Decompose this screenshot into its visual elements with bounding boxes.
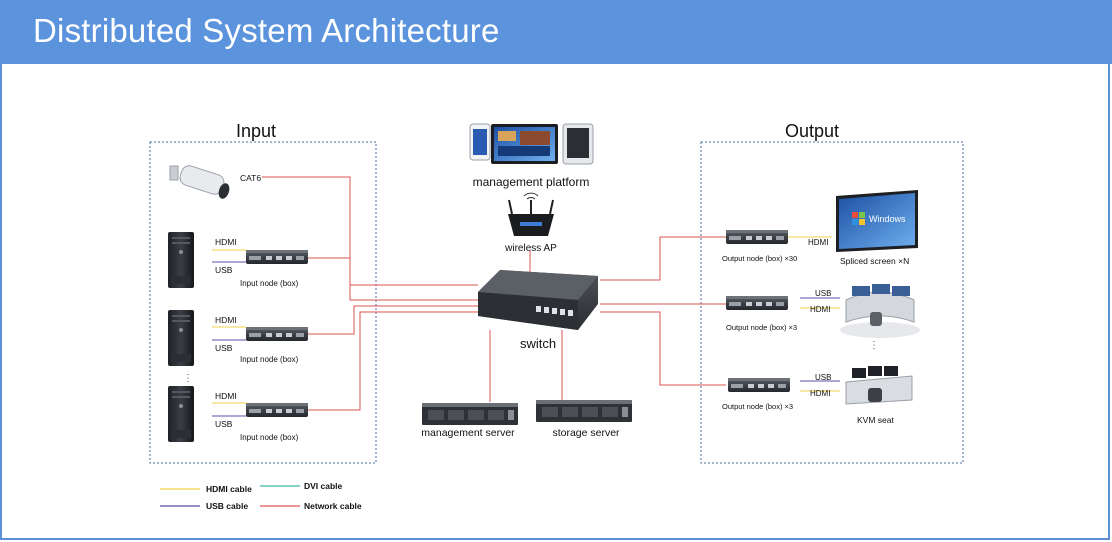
input-usb-label: USB xyxy=(215,265,233,275)
input-node-label: Input node (box) xyxy=(240,433,299,442)
pc-tower-icon xyxy=(168,386,194,442)
output-section-box xyxy=(700,141,964,464)
management-server-icon xyxy=(422,403,518,425)
storage-server-label: storage server xyxy=(552,427,620,439)
input-node-box-icon xyxy=(246,327,308,341)
input-row-2: HDMI USB Input node (box) xyxy=(168,310,308,366)
wireless-ap-icon xyxy=(508,192,554,236)
cat6-label: CAT6 xyxy=(240,173,261,183)
output-hdmi-label: HDMI xyxy=(810,389,830,398)
storage-server-icon xyxy=(536,400,632,422)
kvm-seat-icon xyxy=(845,366,913,405)
wireless-ap-label: wireless AP xyxy=(504,243,557,254)
output-node-box-icon xyxy=(726,296,788,310)
input-node-label: Input node (box) xyxy=(240,279,299,288)
input-node-box-icon xyxy=(246,403,308,417)
input-usb-label: USB xyxy=(215,419,233,429)
pc-tower-icon xyxy=(168,310,194,366)
input-hdmi-label: HDMI xyxy=(215,391,237,401)
management-platform-icon xyxy=(469,123,594,165)
output-hdmi-label: HDMI xyxy=(810,305,830,314)
output-device-label: KVM seat xyxy=(857,415,894,425)
page-title: Distributed System Architecture xyxy=(33,12,500,49)
legend: HDMI cable DVI cable USB cable Network c… xyxy=(160,481,362,511)
input-row-3: HDMI USB Input node (box) xyxy=(168,386,308,442)
camera-icon xyxy=(169,165,230,199)
legend-hdmi-label: HDMI cable xyxy=(206,484,252,494)
output-hdmi-label: HDMI xyxy=(808,238,828,247)
output-node-box-icon xyxy=(726,230,788,244)
screen-text: Windows xyxy=(869,214,906,224)
input-node-label: Input node (box) xyxy=(240,355,299,364)
control-room-icon xyxy=(840,284,920,338)
legend-network-label: Network cable xyxy=(304,501,362,511)
input-node-box-icon xyxy=(246,250,308,264)
output-device-label: Spliced screen ×N xyxy=(840,256,909,266)
output-section-label: Output xyxy=(785,121,839,141)
title-bar: Distributed System Architecture xyxy=(0,0,1112,64)
input-hdmi-label: HDMI xyxy=(215,315,237,325)
output-node-box-icon xyxy=(728,378,790,392)
input-usb-label: USB xyxy=(215,343,233,353)
network-switch-icon xyxy=(478,270,598,330)
management-platform-label: management platform xyxy=(473,175,590,189)
output-local-cables xyxy=(788,236,840,392)
ellipsis-dots: ⋮ xyxy=(183,373,193,384)
input-section-label: Input xyxy=(236,121,276,141)
legend-usb-label: USB cable xyxy=(206,501,248,511)
switch-label: switch xyxy=(520,336,556,351)
input-hdmi-label: HDMI xyxy=(215,237,237,247)
output-usb-label: USB xyxy=(815,289,831,298)
output-node-label: Output node (box) ×3 xyxy=(726,323,797,332)
spliced-screen-icon: Windows xyxy=(836,190,918,252)
input-local-cables xyxy=(212,249,246,417)
management-server-label: management server xyxy=(421,427,515,439)
input-row-1: HDMI USB Input node (box) xyxy=(168,232,308,288)
vertical-ellipsis: ⋮ xyxy=(869,340,879,351)
output-usb-label: USB xyxy=(815,373,831,382)
legend-dvi-label: DVI cable xyxy=(304,481,343,491)
pc-tower-icon xyxy=(168,232,194,288)
input-section-box xyxy=(149,141,377,464)
output-node-label: Output node (box) ×3 xyxy=(722,402,793,411)
output-node-label: Output node (box) ×30 xyxy=(722,254,797,263)
